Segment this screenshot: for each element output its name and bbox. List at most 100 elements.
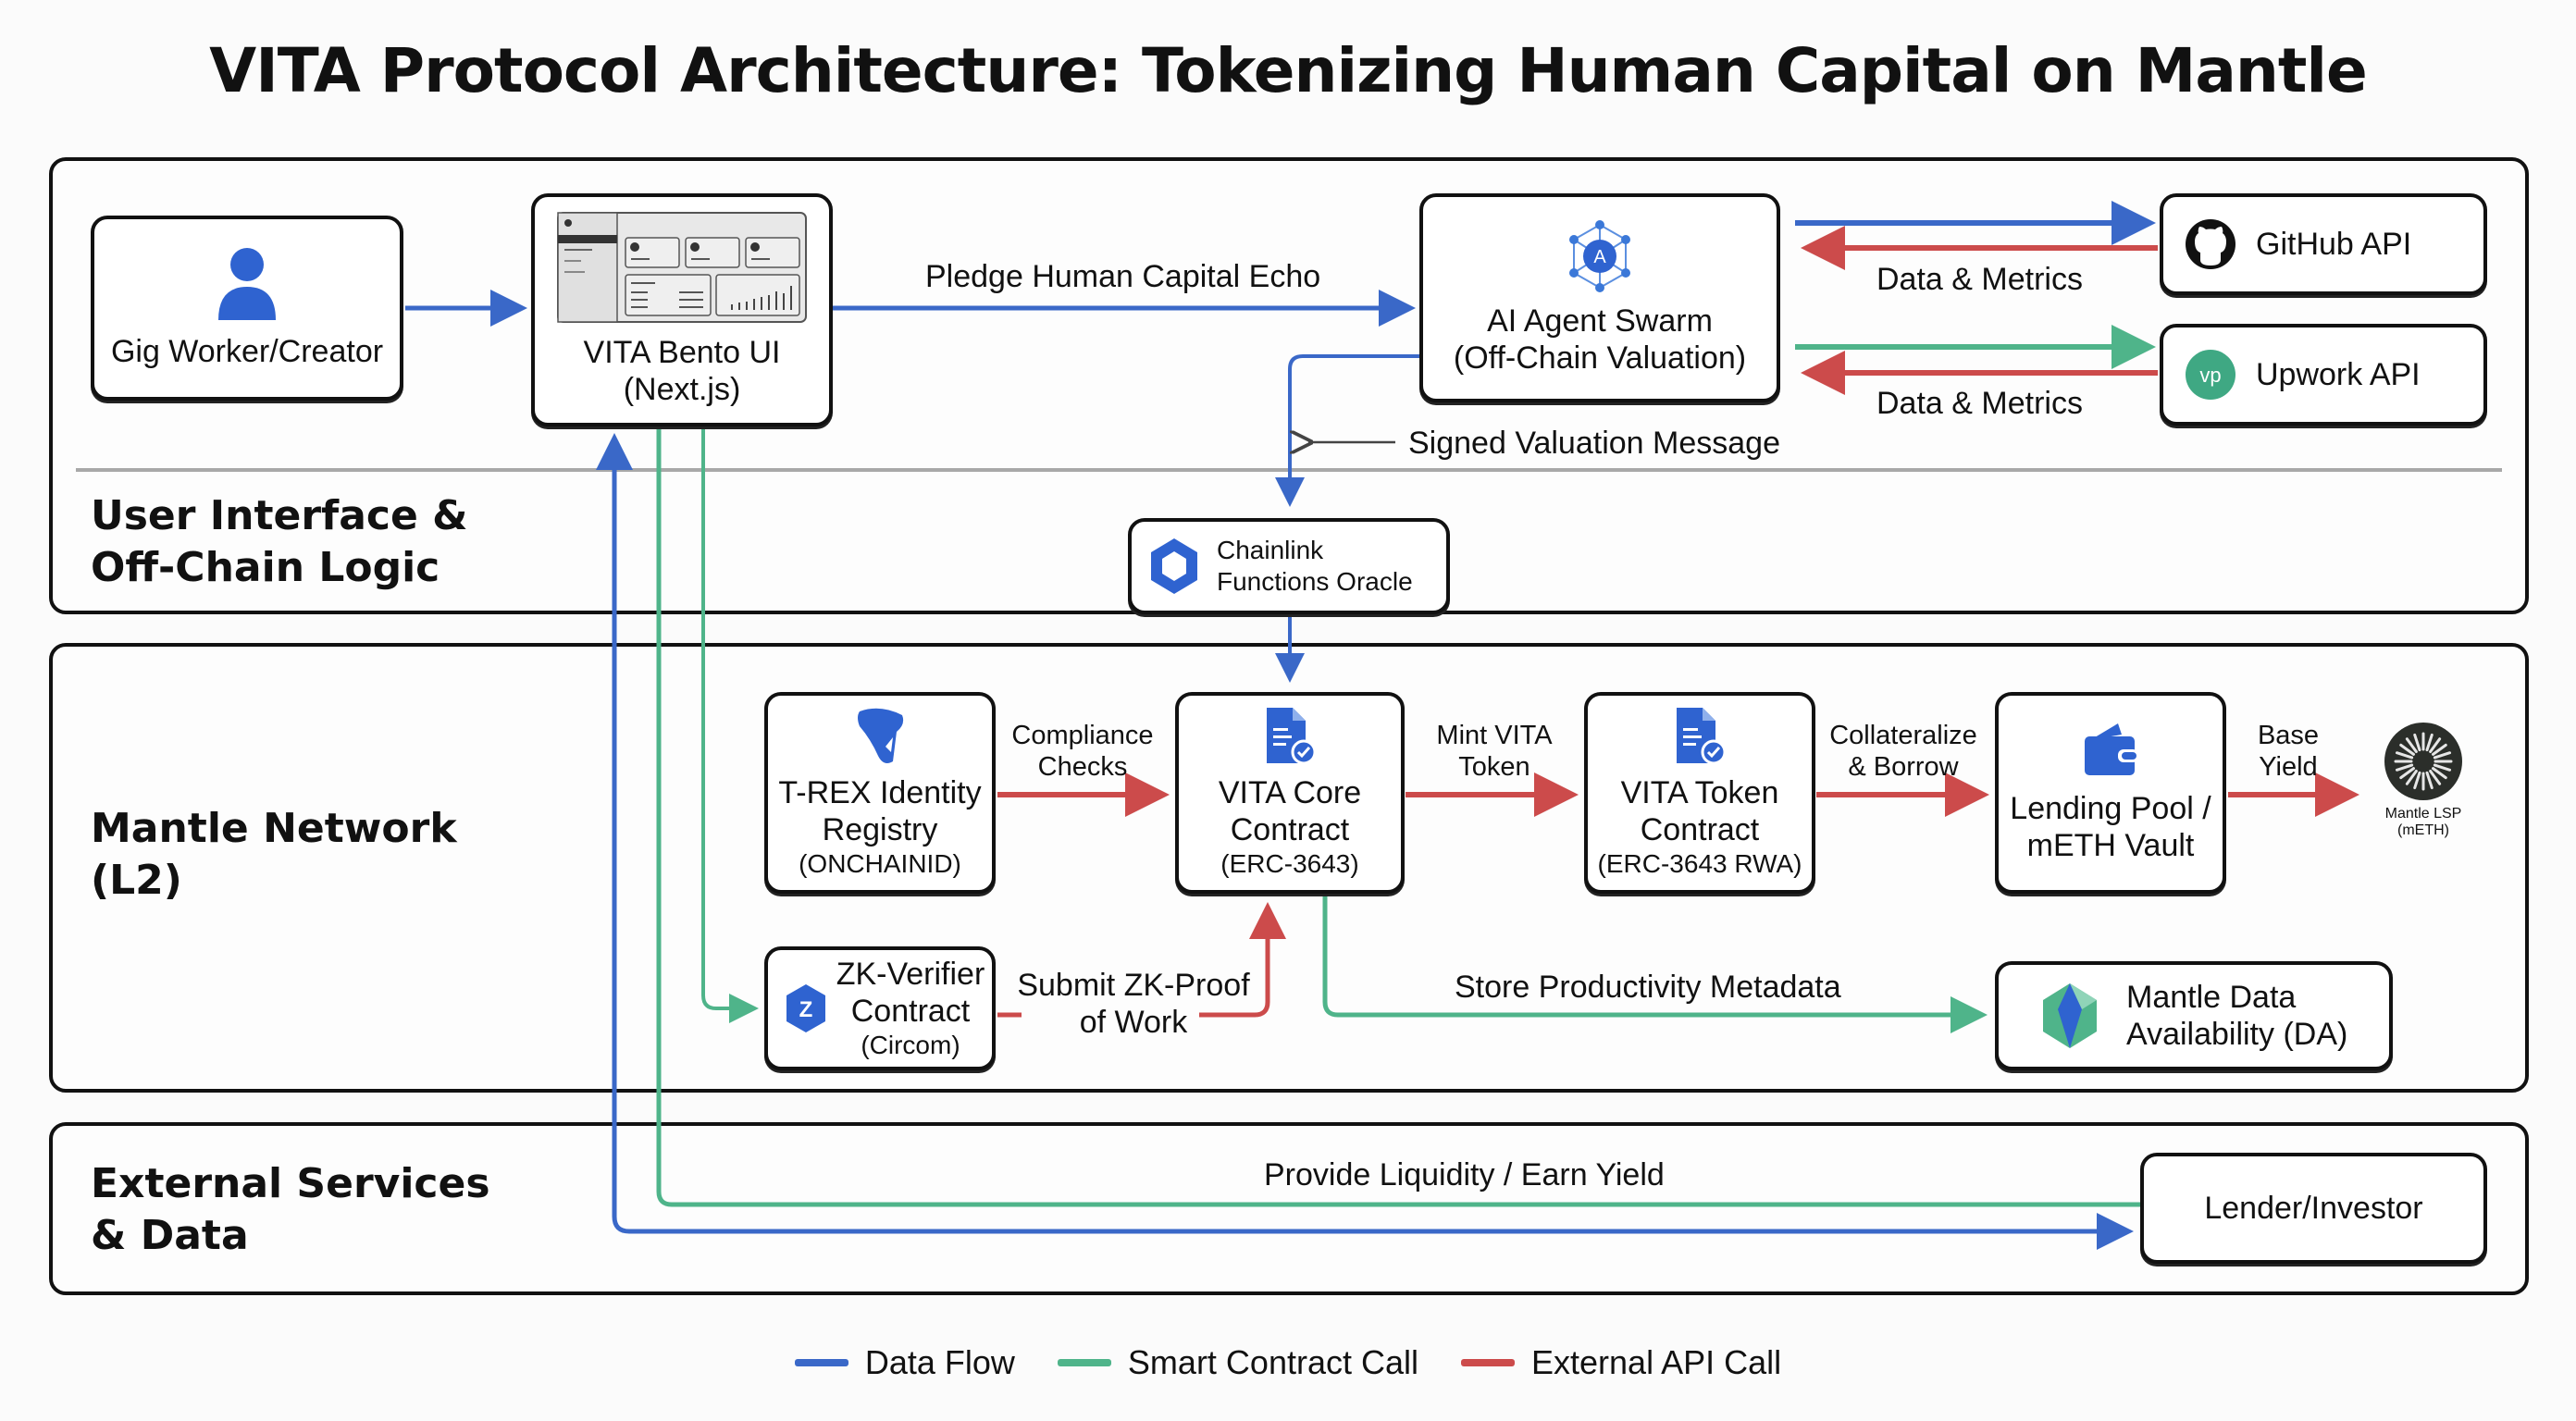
coin-spoke xyxy=(2432,743,2447,756)
node-sublabel: (ERC-3643 RWA) xyxy=(1597,849,1802,878)
coin-spoke xyxy=(2395,763,2414,772)
zk-icon: Z xyxy=(786,984,825,1032)
node-sublabel: (ONCHAINID) xyxy=(799,849,961,878)
node-label: GitHub API xyxy=(2256,227,2412,262)
edge-label-line: Yield xyxy=(2259,752,2318,782)
section-label-line: User Interface & xyxy=(91,492,468,539)
edge-label-line: of Work xyxy=(1079,1005,1188,1040)
coin-spoke xyxy=(2425,733,2434,752)
node-trex-identity-registry[interactable]: T-REX Identity Registry (ONCHAINID) xyxy=(764,692,996,894)
edge-label-compliance: Compliance Checks xyxy=(1009,720,1157,783)
coin-spoke xyxy=(2405,770,2418,785)
legend-swatch xyxy=(1461,1359,1516,1366)
node-label: Contract xyxy=(1230,812,1350,847)
legend-swatch xyxy=(794,1359,848,1366)
trex-icon xyxy=(858,708,904,763)
node-vita-token-contract[interactable]: VITA Token Contract (ERC-3643 RWA) xyxy=(1584,692,1815,894)
user-icon xyxy=(218,248,276,320)
node-label: ZK-Verifier xyxy=(836,957,985,992)
coin-spoke xyxy=(2433,751,2452,760)
node-upwork-api[interactable]: vp Upwork API xyxy=(2160,324,2487,426)
node-sublabel: Functions Oracle xyxy=(1217,567,1413,596)
svg-text:A: A xyxy=(1593,247,1606,267)
wallet-icon xyxy=(2085,723,2138,775)
edge-label-line: Base xyxy=(2257,721,2320,750)
edge-label-line: Token xyxy=(1458,752,1530,782)
svg-text:vp: vp xyxy=(2199,364,2221,387)
node-gig-worker[interactable]: Gig Worker/Creator xyxy=(91,216,403,401)
coin-spoke xyxy=(2405,737,2418,753)
section-label-line: & Data xyxy=(91,1212,249,1259)
section-label-line: (L2) xyxy=(91,857,182,904)
node-sublabel: (Circom) xyxy=(861,1031,960,1059)
coin-spoke xyxy=(2425,771,2434,790)
legend-label: External API Call xyxy=(1531,1343,1782,1381)
section-label-ui: User Interface & Off-Chain Logic xyxy=(91,490,468,594)
section-label-mantle: Mantle Network (L2) xyxy=(91,803,457,907)
node-mantle-lsp[interactable]: Mantle LSP (mETH) xyxy=(2345,722,2502,839)
edge-label-line: Compliance xyxy=(1011,721,1154,750)
github-icon xyxy=(2186,219,2235,269)
coin-spoke xyxy=(2395,751,2414,760)
meth-coin-icon xyxy=(2384,723,2462,800)
node-chainlink-oracle[interactable]: Chainlink Functions Oracle xyxy=(1128,518,1450,614)
diagram-title: VITA Protocol Architecture: Tokenizing H… xyxy=(209,35,2368,106)
node-lending-pool[interactable]: Lending Pool / mETH Vault xyxy=(1995,692,2226,894)
node-github-api[interactable]: GitHub API xyxy=(2160,193,2487,295)
legend-item-data-flow: Data Flow xyxy=(794,1343,1015,1382)
edge-label-signed-valuation: Signed Valuation Message xyxy=(1408,426,1780,461)
section-label-line: Mantle Network xyxy=(91,805,457,852)
node-sublabel: (Next.js) xyxy=(623,372,741,407)
agent-network-icon: A xyxy=(1569,220,1630,292)
coin-spoke xyxy=(2413,771,2421,790)
coin-spoke xyxy=(2399,743,2415,756)
node-label: Availability (DA) xyxy=(2126,1017,2348,1052)
mantle-da-icon xyxy=(2043,983,2097,1048)
coin-spoke xyxy=(2433,763,2452,772)
node-label: Upwork API xyxy=(2256,357,2421,392)
edge-label-data-metrics-github: Data & Metrics xyxy=(1876,262,2083,297)
edge-label-zk-proof: Submit ZK-Proof of Work xyxy=(1009,967,1258,1041)
coin-spoke xyxy=(2413,733,2421,752)
node-label: Mantle Data xyxy=(2126,980,2297,1015)
node-label: VITA Bento UI xyxy=(583,335,781,370)
section-label-line: External Services xyxy=(91,1160,490,1207)
node-sublabel: (mETH) xyxy=(2397,822,2449,838)
contract-document-icon xyxy=(1267,708,1317,765)
dashboard-mockup-icon xyxy=(557,212,807,323)
node-label: Gig Worker/Creator xyxy=(110,334,384,369)
node-label: VITA Token xyxy=(1620,775,1779,810)
node-sublabel: (ERC-3643) xyxy=(1220,849,1359,878)
contract-document-icon xyxy=(1677,708,1727,765)
node-label: Contract xyxy=(850,994,971,1029)
edge-label-line: Mint VITA xyxy=(1436,721,1553,750)
edge-label-data-metrics-upwork: Data & Metrics xyxy=(1876,386,2083,421)
node-vita-core-contract[interactable]: VITA Core Contract (ERC-3643) xyxy=(1175,692,1405,894)
legend-item-external-api-call: External API Call xyxy=(1461,1343,1781,1382)
node-label: Registry xyxy=(822,812,938,847)
legend-label: Data Flow xyxy=(864,1343,1015,1381)
edge-label-base-yield: Base Yield xyxy=(2237,720,2339,783)
node-label: T-REX Identity xyxy=(778,775,982,810)
edge-label-mint: Mint VITA Token xyxy=(1420,720,1568,783)
node-label: AI Agent Swarm xyxy=(1487,303,1713,339)
edge-label-pledge: Pledge Human Capital Echo xyxy=(925,259,1321,294)
node-zk-verifier[interactable]: Z ZK-Verifier Contract (Circom) xyxy=(764,946,996,1070)
legend-swatch xyxy=(1057,1359,1111,1366)
section-label-line: Off-Chain Logic xyxy=(91,544,440,591)
chainlink-icon xyxy=(1151,538,1197,594)
coin-spoke xyxy=(2399,767,2415,780)
node-label: Lender/Investor xyxy=(2204,1191,2423,1226)
node-mantle-da[interactable]: Mantle Data Availability (DA) xyxy=(1995,961,2393,1070)
svg-text:Z: Z xyxy=(799,997,812,1022)
node-label: mETH Vault xyxy=(2026,828,2195,863)
node-label: VITA Core xyxy=(1218,775,1362,810)
edge-label-collateral: Collateralize & Borrow xyxy=(1825,720,1982,783)
node-bento-ui[interactable]: VITA Bento UI (Next.js) xyxy=(531,193,833,426)
section-label-external: External Services & Data xyxy=(91,1158,490,1262)
node-sublabel: (Off-Chain Valuation) xyxy=(1453,340,1747,376)
edge-label-line: Checks xyxy=(1037,752,1128,782)
node-ai-agent-swarm[interactable]: A AI Agent Swarm (Off-Chain Valuation) xyxy=(1419,193,1780,402)
node-lender-investor[interactable]: Lender/Investor xyxy=(2140,1153,2487,1264)
coin-spoke xyxy=(2432,767,2447,780)
